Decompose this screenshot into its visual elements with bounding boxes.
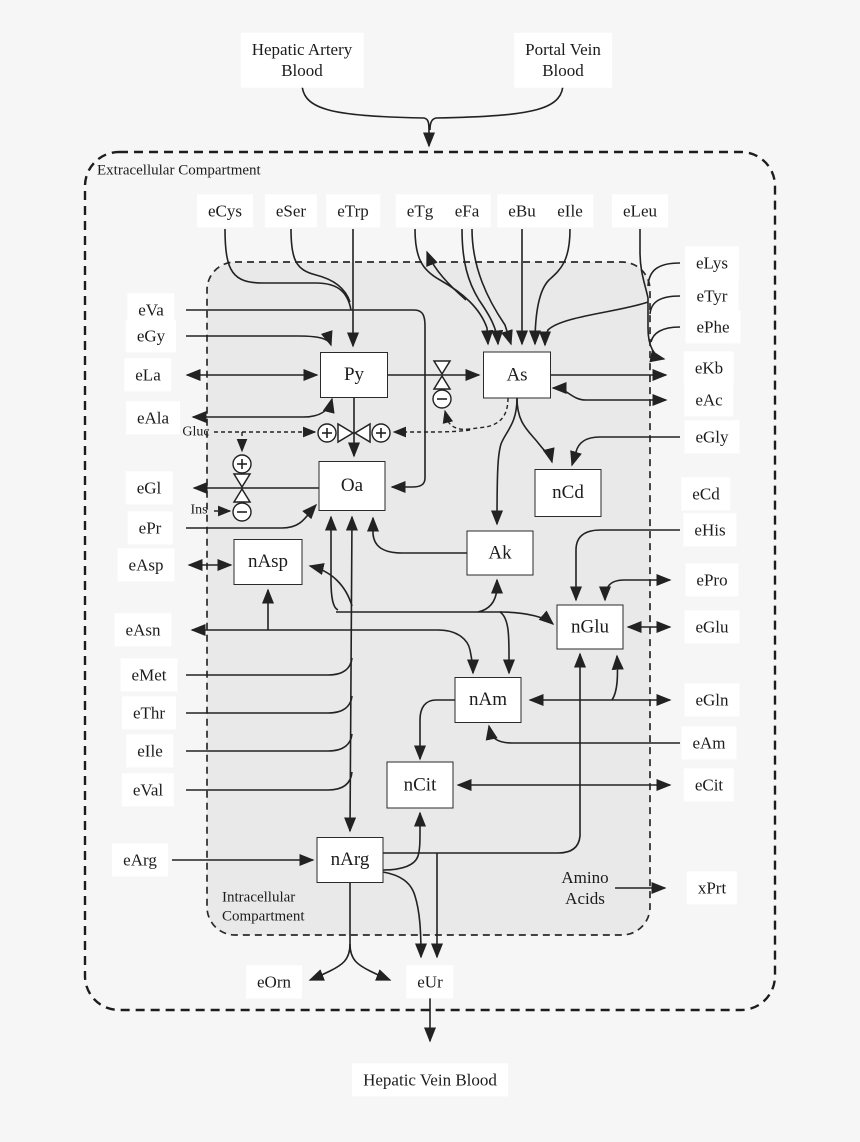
valve-py-oa-icon xyxy=(337,422,371,444)
ePro-label: ePro xyxy=(685,563,739,597)
eCit-label: eCit xyxy=(683,768,735,802)
valve-oa-egl-icon xyxy=(232,473,252,503)
eLa-label: eLa xyxy=(124,358,172,392)
eCd-label: eCd xyxy=(681,477,731,511)
node-nGlu: nGlu xyxy=(556,604,624,650)
eThr-label: eThr xyxy=(121,696,177,730)
plus-sign-icon xyxy=(317,423,337,443)
eTyr-label: eTyr xyxy=(685,279,739,313)
eVal-label: eVal xyxy=(121,773,175,807)
eIle-top-label: eIle xyxy=(546,194,594,228)
intracellular-boundary xyxy=(206,261,651,936)
eOrn-label: eOrn xyxy=(246,965,302,999)
minus-sign-icon xyxy=(432,389,452,409)
eLeu-label: eLeu xyxy=(612,194,668,228)
extracellular-boundary xyxy=(83,150,777,1012)
eKb-label: eKb xyxy=(683,351,735,385)
eTg-label: eTg xyxy=(395,194,445,228)
ePhe-label: ePhe xyxy=(685,310,741,344)
eTrp-label: eTrp xyxy=(326,194,380,228)
eAsp-label: eAsp xyxy=(117,548,175,582)
node-nAm: nAm xyxy=(454,677,522,723)
amino-acids-label: Amino Acids xyxy=(561,867,609,908)
eUr-label: eUr xyxy=(406,965,454,999)
eAla-label: eAla xyxy=(125,401,181,435)
eGlu-label: eGlu xyxy=(684,610,740,644)
connectors xyxy=(172,79,681,1043)
ePr-label: ePr xyxy=(127,511,173,545)
gluc-label: Gluc xyxy=(182,424,210,440)
eGy-label: eGy xyxy=(125,319,177,353)
eGln-label: eGln xyxy=(684,683,740,717)
valve-py-as-icon xyxy=(432,360,452,390)
extracellular-compartment-label: Extracellular Compartment xyxy=(97,162,261,179)
node-Py: Py xyxy=(320,352,388,398)
eFa-label: eFa xyxy=(443,194,491,228)
eMet-label: eMet xyxy=(120,658,178,692)
eBu-label: eBu xyxy=(497,194,547,228)
eIle-left-label: eIle xyxy=(126,734,174,768)
intracellular-compartment-label: Intracellular Compartment xyxy=(222,889,305,924)
xPrt-label: xPrt xyxy=(686,871,738,905)
minus-sign-icon xyxy=(232,502,252,522)
eArg-label: eArg xyxy=(112,843,168,877)
eLys-label: eLys xyxy=(684,246,740,280)
node-Oa: Oa xyxy=(318,461,386,511)
eGly-label: eGly xyxy=(684,420,740,454)
hepatic-vein-blood-label: Hepatic Vein Blood xyxy=(352,1063,508,1097)
ins-label: Ins xyxy=(190,502,208,518)
node-nAsp: nAsp xyxy=(233,539,303,585)
plus-sign-icon xyxy=(371,423,391,443)
control-signs xyxy=(232,389,452,522)
node-nArg: nArg xyxy=(316,837,384,883)
node-As: As xyxy=(483,351,551,399)
plus-sign-icon xyxy=(232,454,252,474)
portal-vein-blood-label: Portal Vein Blood xyxy=(514,32,612,88)
eCys-label: eCys xyxy=(197,194,253,228)
eAc-label: eAc xyxy=(684,383,734,417)
eSer-label: eSer xyxy=(264,194,318,228)
node-Ak: Ak xyxy=(466,530,534,576)
eAsn-label: eAsn xyxy=(114,613,172,647)
eGl-label: eGl xyxy=(125,471,173,505)
node-nCd: nCd xyxy=(534,469,602,517)
control-lines xyxy=(214,397,509,517)
eHis-label: eHis xyxy=(683,513,737,547)
node-nCit: nCit xyxy=(386,761,454,809)
eAm-label: eAm xyxy=(681,726,737,760)
hepatic-artery-blood-label: Hepatic Artery Blood xyxy=(240,32,364,88)
